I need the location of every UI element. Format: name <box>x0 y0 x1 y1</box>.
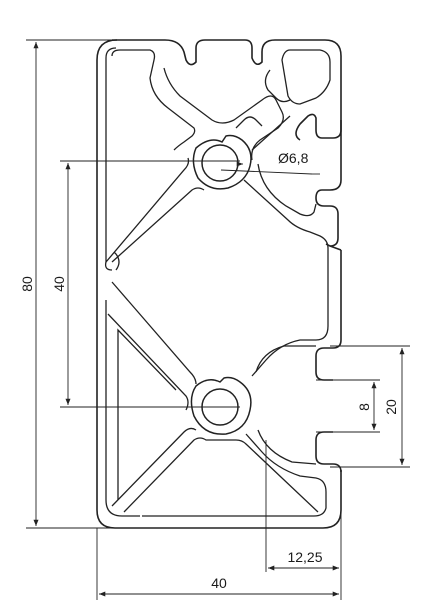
profile-inner-walls <box>104 47 331 517</box>
profile-outline <box>96 39 342 529</box>
dim-slot-width-label: 20 <box>383 399 399 415</box>
bores <box>190 134 252 435</box>
extension-lines <box>26 39 410 600</box>
upper-bore-hole <box>201 144 239 182</box>
dim-bore-diameter-label: Ø6,8 <box>278 150 309 166</box>
dim-bore-spacing-label: 40 <box>51 276 67 292</box>
dim-overall-width-label: 40 <box>211 575 227 591</box>
upper-bore-outer <box>192 134 252 190</box>
dimension-lines <box>33 42 405 597</box>
dim-slot-opening-label: 8 <box>356 403 372 411</box>
dim-edge-offset-label: 12,25 <box>287 549 322 565</box>
lower-bore-outer <box>190 376 252 435</box>
dim-overall-height-label: 80 <box>19 276 35 292</box>
